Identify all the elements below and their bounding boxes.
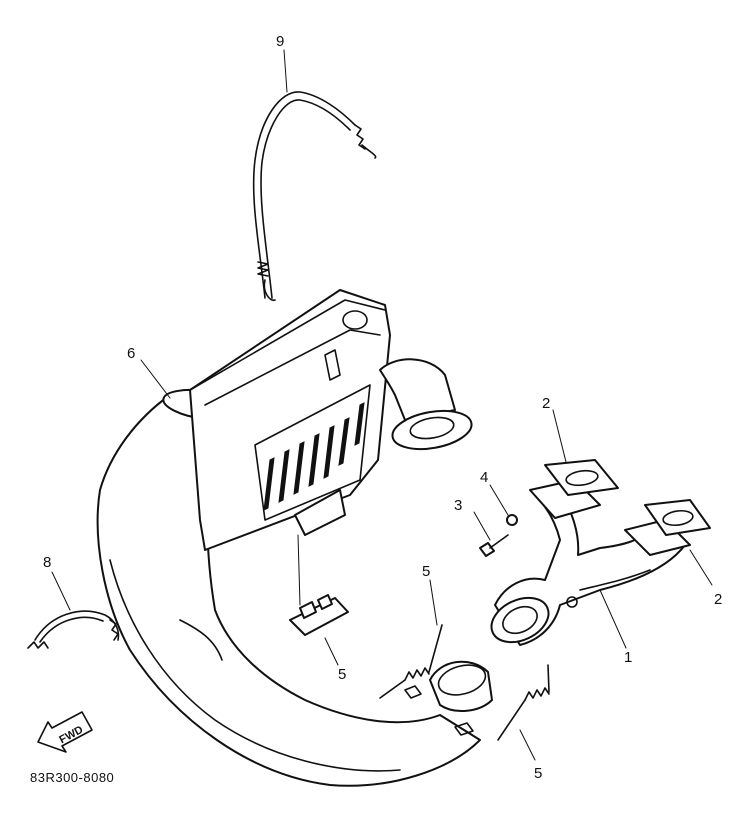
muffler-outlet-ring (437, 664, 487, 696)
muffler-lower-bracket (294, 489, 346, 536)
callout-4: 4 (480, 469, 488, 486)
muffler-side-panel (254, 384, 371, 521)
muffler-top-inner (204, 329, 381, 406)
nut (506, 514, 518, 526)
callout-2-upper: 2 (542, 395, 550, 412)
exhaust-manifold (490, 479, 691, 646)
tail-pipe (379, 358, 456, 421)
spring-upper (379, 624, 443, 699)
tail-pipe-outlet (409, 416, 455, 440)
callout-5-lower: 5 (534, 765, 542, 782)
callout-9: 9 (276, 33, 284, 50)
manifold-seam (579, 569, 651, 591)
muffler-mount-hole (342, 310, 368, 330)
bolt (479, 534, 509, 557)
muffler-assembly (96, 289, 493, 787)
callout-6: 6 (127, 345, 135, 362)
callout-3: 3 (454, 497, 462, 514)
callout-2-lower: 2 (714, 591, 722, 608)
hose-coil-top (354, 124, 366, 150)
callout-7: 5 (338, 666, 346, 683)
fwd-arrow-icon (37, 711, 93, 753)
part-code-label: 83R300-8080 (30, 770, 115, 785)
leader-lines (51, 49, 713, 761)
hose-lower-coil-left (27, 641, 49, 649)
hose-upper (252, 91, 377, 302)
hose-lower (27, 610, 120, 649)
callout-1: 1 (624, 649, 632, 666)
callout-8: 8 (43, 554, 51, 571)
muffler-outlet (429, 660, 493, 712)
muffler-box (189, 289, 391, 551)
gasket-left-hole (565, 469, 599, 487)
hose-lower-coil-right (109, 619, 119, 641)
pipe-band (179, 619, 223, 661)
hose-coil-bottom (257, 261, 269, 277)
heat-shield-slots (263, 402, 365, 511)
callout-5-upper: 5 (422, 563, 430, 580)
spring-hook-right (454, 722, 474, 736)
gasket-right (644, 499, 711, 536)
callouts: 9 6 2 4 3 2 1 5 5 5 8 (43, 33, 722, 782)
gaskets (544, 459, 711, 536)
fwd-arrow: FWD (37, 711, 93, 753)
manifold-boss (566, 596, 578, 608)
gasket-right-hole (662, 509, 694, 527)
fwd-label: FWD (57, 724, 85, 746)
spring-hook-left (404, 685, 422, 699)
spring-lower (497, 664, 550, 741)
muffler-bracket (324, 349, 341, 381)
manifold-outlet-inner (502, 605, 538, 635)
pipe-highlight (109, 559, 401, 772)
muffler-top-edge (189, 299, 386, 391)
gasket-left (544, 459, 619, 496)
mounting-bracket (289, 594, 349, 636)
